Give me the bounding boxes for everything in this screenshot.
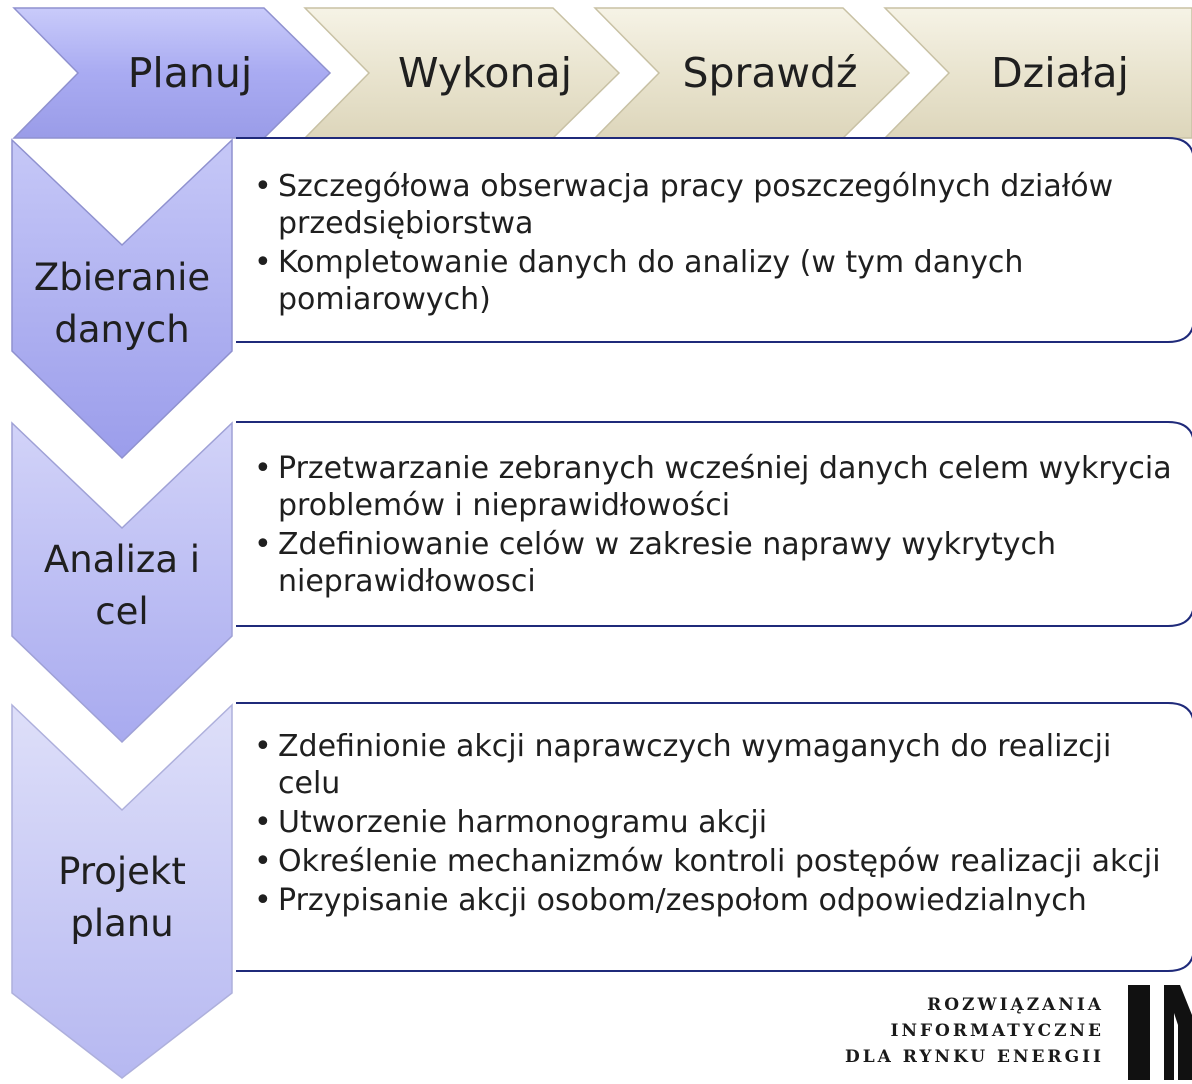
logo-mark-icon — [1128, 985, 1192, 1080]
stage-label-2-line1: Analiza i — [43, 538, 201, 581]
bullet-item: Zdefinionie akcji naprawczych wymaganych… — [252, 728, 1177, 802]
stage-arrow-1 — [11, 138, 233, 460]
bullet-list-3: Zdefinionie akcji naprawczych wymaganych… — [252, 728, 1177, 921]
bullet-item: Utworzenie harmonogramu akcji — [252, 804, 1177, 841]
bullet-item: Kompletowanie danych do analizy (w tym d… — [252, 244, 1177, 318]
bullet-item: Szczegółowa obserwacja pracy poszczególn… — [252, 168, 1177, 242]
phase-label-planuj: Planuj — [127, 49, 253, 97]
stage-label-1-line1: Zbieranie — [33, 256, 211, 299]
bullet-item: Przypisanie akcji osobom/zespołom odpowi… — [252, 882, 1177, 919]
logo-line-3: DLA RYNKU ENERGII — [844, 1047, 1104, 1067]
stage-label-3-line1: Projekt — [58, 850, 186, 893]
bullet-item: Zdefiniowanie celów w zakresie naprawy w… — [252, 526, 1177, 600]
phase-label-sprawdz: Sprawdź — [682, 49, 858, 97]
stage-label-3-line2: planu — [70, 902, 174, 945]
stage-label-1: Zbieranie danych — [6, 252, 238, 356]
logo-line-2: INFORMATYCZNE — [890, 1021, 1104, 1041]
bullet-item: Przetwarzanie zebranych wcześniej danych… — [252, 450, 1177, 524]
phase-label-dzialaj: Działaj — [991, 49, 1129, 97]
stage-arrow-3 — [11, 703, 233, 1079]
logo-line-1: ROZWIĄZANIA — [927, 995, 1104, 1015]
stage-label-2: Analiza i cel — [6, 534, 238, 638]
stage-label-3: Projekt planu — [6, 846, 238, 950]
phase-label-wykonaj: Wykonaj — [398, 49, 572, 97]
stage-arrow-2 — [11, 421, 233, 744]
bullet-list-1: Szczegółowa obserwacja pracy poszczególn… — [252, 168, 1177, 320]
stage-label-2-line2: cel — [95, 590, 149, 633]
bullet-item: Określenie mechanizmów kontroli postępów… — [252, 843, 1177, 880]
stage-label-1-line2: danych — [54, 308, 190, 351]
bullet-list-2: Przetwarzanie zebranych wcześniej danych… — [252, 450, 1177, 602]
logo-text: ROZWIĄZANIA INFORMATYCZNE DLA RYNKU ENER… — [845, 992, 1104, 1070]
